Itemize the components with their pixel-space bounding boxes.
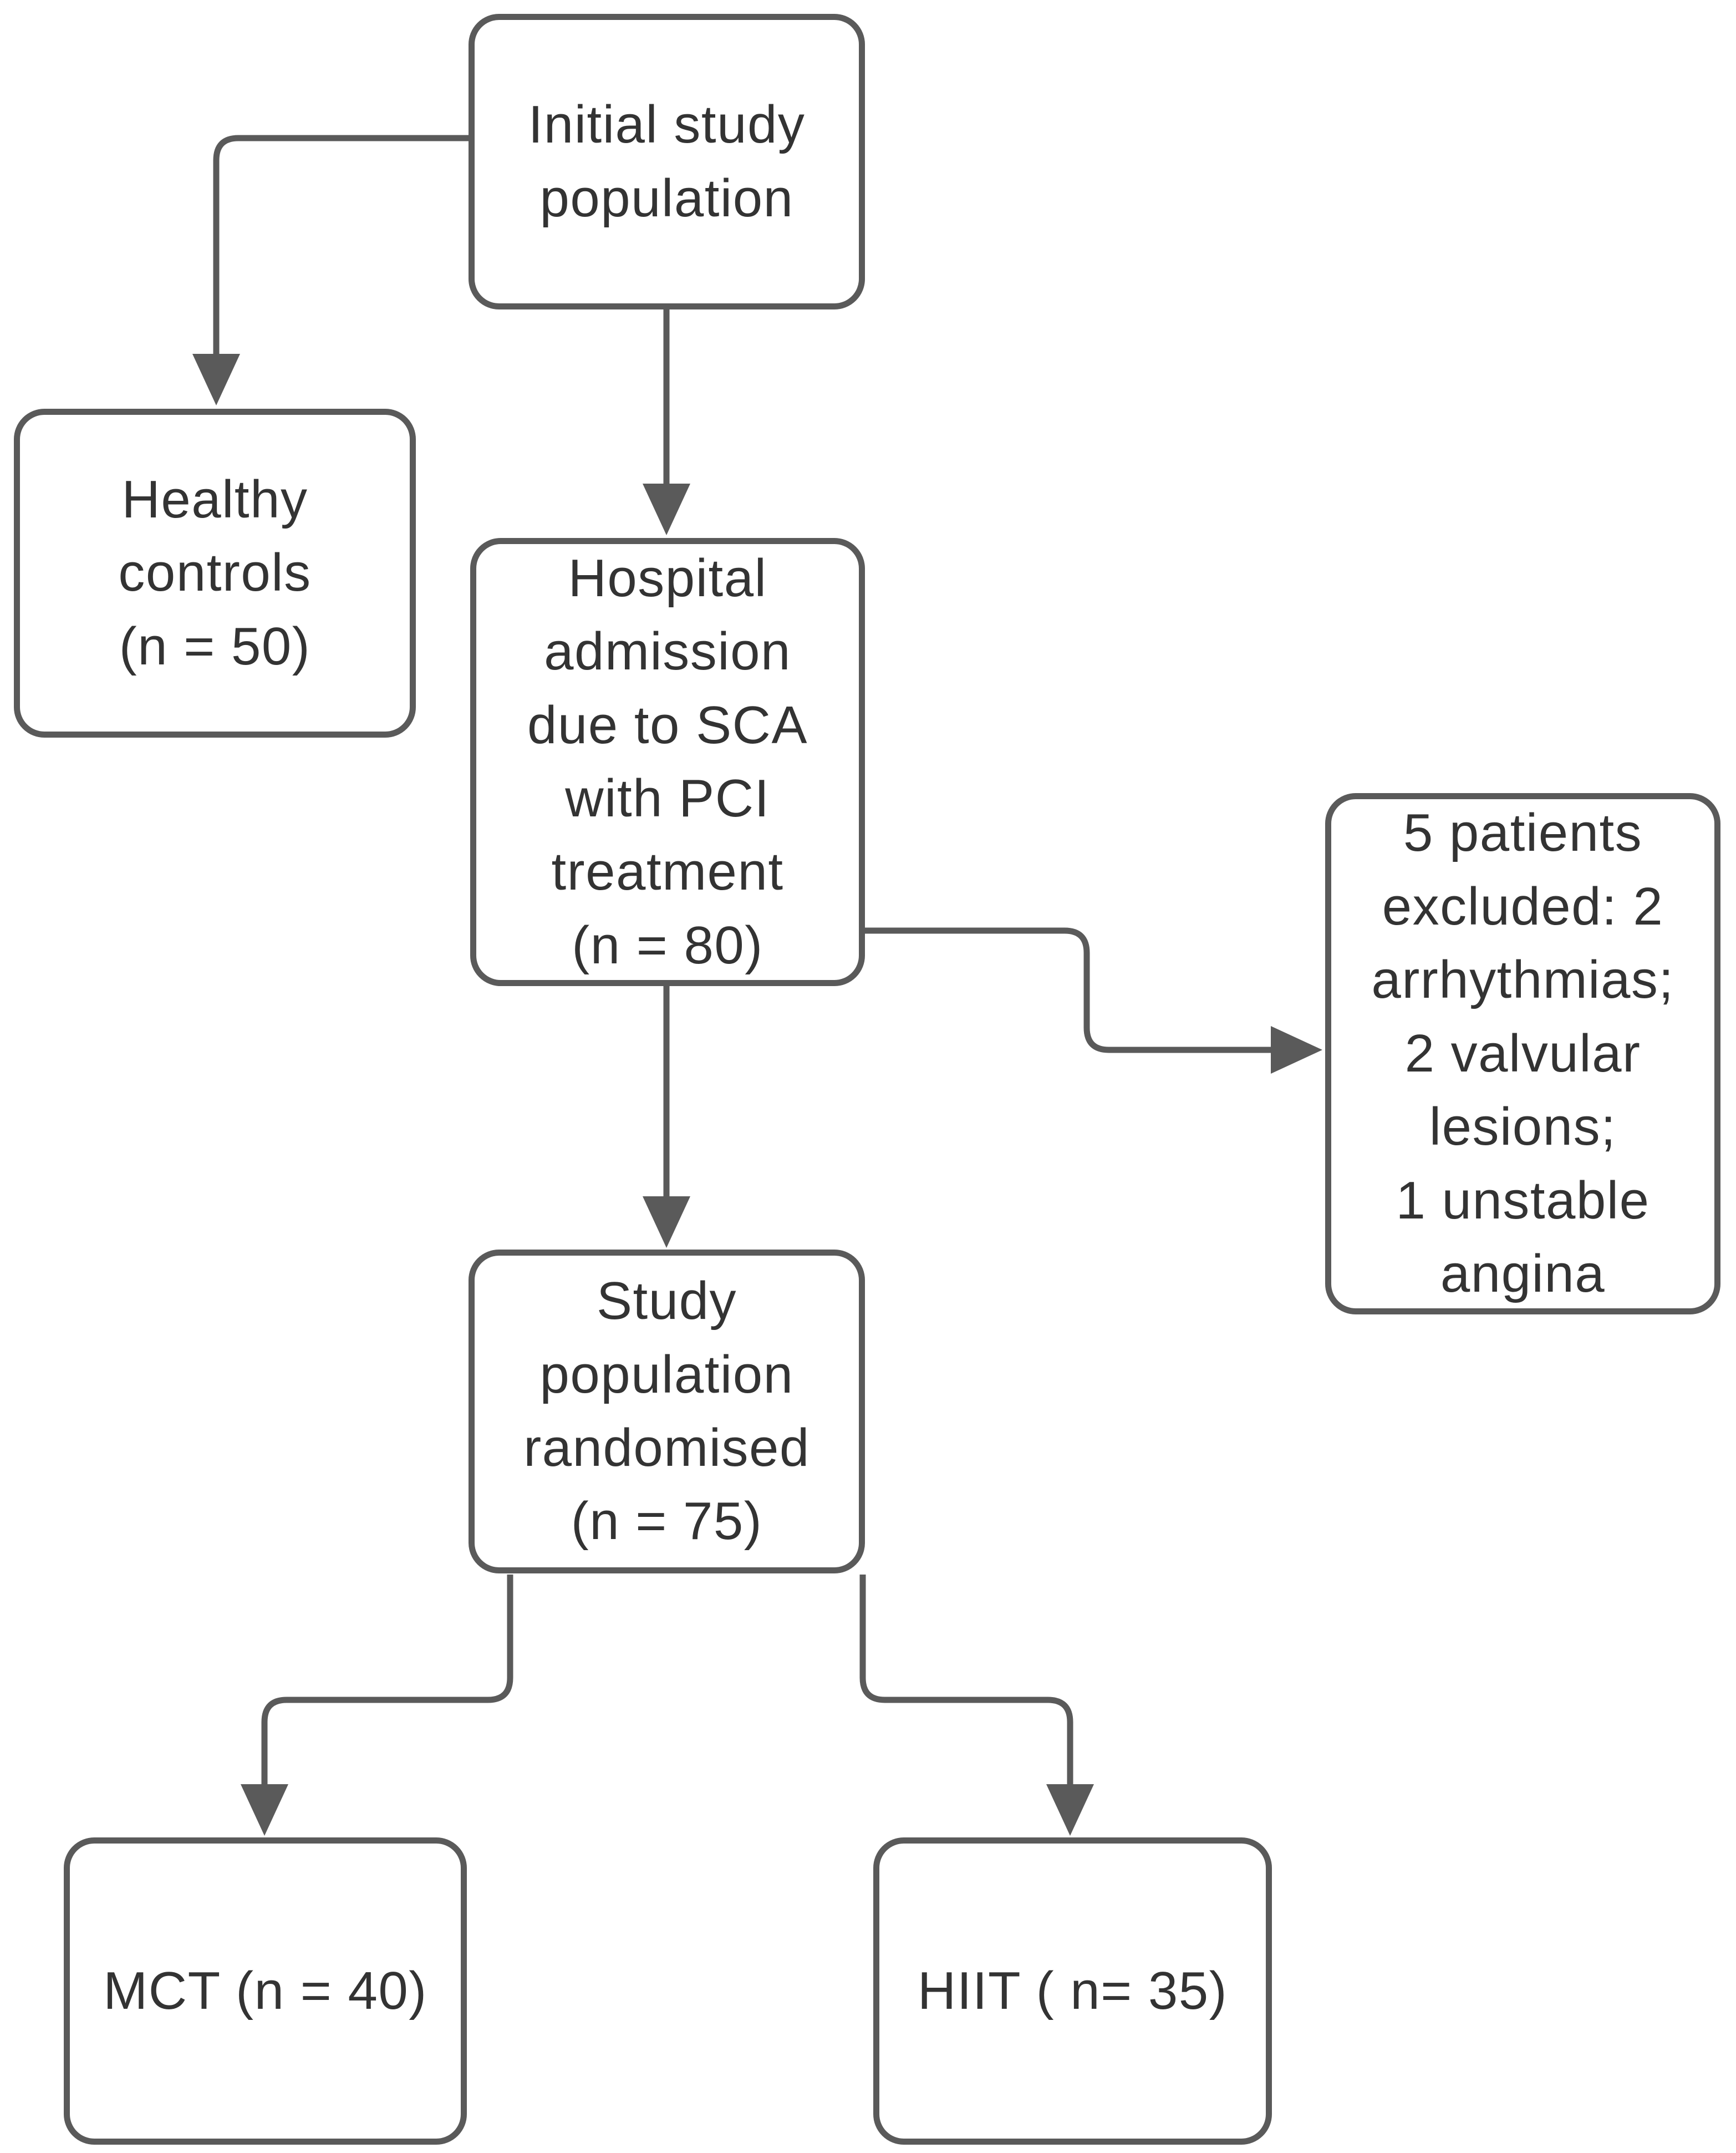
node-mct-group: MCT (n = 40) (64, 1837, 467, 2145)
edge-hospital-to-randomised (643, 986, 690, 1248)
edge-hospital-to-excluded (865, 927, 1322, 1074)
node-initial-label: Initial study population (528, 95, 806, 228)
arrowhead-right-excluded (1271, 1026, 1322, 1074)
edge-initial-to-hospital (643, 309, 690, 535)
edge-randomised-to-hiit (859, 1575, 1094, 1836)
node-excluded-label: 5 patients excluded: 2 arrhythmias; 2 va… (1371, 803, 1674, 1304)
connector-hospital-to-excluded (865, 927, 1271, 1053)
node-initial-study-population: Initial study population (469, 14, 865, 309)
node-hospital-label: Hospital admission due to SCA with PCI t… (527, 548, 808, 975)
node-mct-label: MCT (n = 40) (103, 1961, 427, 2020)
arrowhead-down-mct (241, 1784, 288, 1836)
node-randomised-label: Study population randomised (n = 75) (523, 1271, 810, 1551)
arrowhead-down-hospital (643, 484, 690, 535)
edge-randomised-to-mct (241, 1575, 513, 1836)
connector-initial-to-healthy (213, 135, 469, 354)
node-healthy-controls: Healthy controls (n = 50) (14, 409, 416, 738)
arrowhead-down-healthy (192, 354, 240, 405)
node-patients-excluded: 5 patients excluded: 2 arrhythmias; 2 va… (1325, 793, 1720, 1314)
node-study-population-randomised: Study population randomised (n = 75) (469, 1250, 865, 1573)
edge-initial-to-healthy (192, 135, 469, 405)
connector-randomised-to-mct (261, 1575, 513, 1784)
connector-randomised-to-hiit (859, 1575, 1073, 1784)
node-hiit-group: HIIT ( n= 35) (873, 1837, 1272, 2145)
arrowhead-down-randomised (643, 1196, 690, 1248)
arrowhead-down-hiit (1046, 1784, 1094, 1836)
node-hospital-admission: Hospital admission due to SCA with PCI t… (470, 538, 865, 986)
node-healthy-label: Healthy controls (n = 50) (118, 469, 312, 676)
node-hiit-label: HIIT ( n= 35) (917, 1961, 1228, 2020)
